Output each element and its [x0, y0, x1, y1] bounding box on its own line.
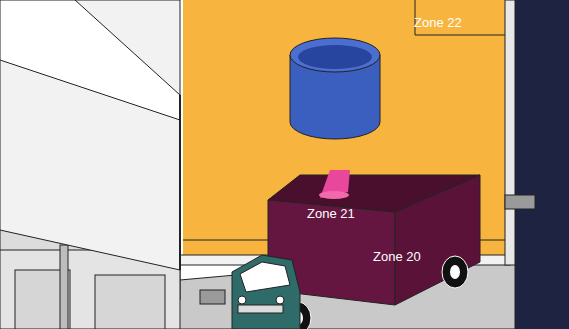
silo-top — [290, 38, 380, 72]
hub — [450, 265, 460, 279]
pillar — [60, 245, 68, 329]
dock-bumper — [200, 290, 225, 304]
wheel — [442, 256, 468, 288]
zone-label: Zone 20 — [373, 250, 421, 264]
zone-label: Zone 22 — [414, 16, 462, 30]
truck-cab — [232, 255, 300, 329]
discharge-cone — [320, 170, 350, 198]
dock-bumper — [505, 195, 535, 209]
headlight — [276, 296, 284, 304]
truck-box-back — [395, 175, 480, 305]
zone-label: Zone 21 — [307, 207, 355, 221]
door — [95, 275, 165, 329]
windshield — [240, 262, 290, 292]
backdrop — [515, 0, 569, 329]
cone-outlet — [319, 191, 349, 199]
headlight — [238, 296, 246, 304]
bumper — [238, 305, 283, 313]
frame-edge — [179, 95, 181, 270]
upper-top-face — [0, 0, 180, 120]
silo-opening — [298, 45, 372, 69]
upper-side-wall — [0, 0, 180, 270]
frame-post — [505, 0, 515, 265]
room-edge — [415, 0, 508, 35]
